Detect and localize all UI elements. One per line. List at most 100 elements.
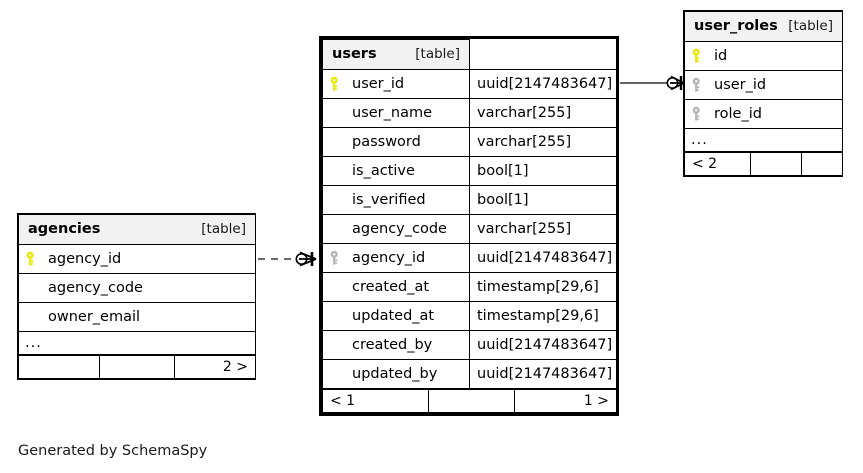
column-name: agency_code (352, 221, 447, 237)
table-row[interactable]: created_at timestamp[29,6] (322, 272, 617, 302)
footer-middle (428, 389, 516, 413)
table-row[interactable]: agency_code (18, 273, 256, 303)
column-name: is_verified (352, 192, 426, 208)
table-row[interactable]: is_verified bool[1] (322, 185, 617, 215)
column-type: timestamp[29,6] (469, 272, 617, 302)
footer-left[interactable]: < 2 (683, 152, 752, 176)
column-user-id[interactable]: user_id (322, 69, 470, 99)
table-user-roles-ellipsis-row: ... (684, 128, 843, 152)
generated-by-note: Generated by SchemaSpy (18, 443, 208, 459)
column-agency-id[interactable]: agency_id (322, 243, 470, 273)
table-users-header-row: users [table] (322, 39, 617, 70)
column-created-at[interactable]: created_at (322, 272, 470, 302)
column-name: user_id (352, 76, 405, 92)
table-row[interactable]: agency_id (18, 244, 256, 274)
column-type: bool[1] (469, 185, 617, 215)
footer-left[interactable]: < 1 (321, 389, 430, 413)
column-name: id (714, 48, 728, 64)
column-type: varchar[255] (469, 98, 617, 128)
column-name: created_by (352, 337, 433, 353)
table-users[interactable]: users [table] user_id uuid[214748364 (319, 36, 619, 416)
footer-middle (99, 355, 175, 379)
column-type: uuid[2147483647] (469, 243, 617, 273)
table-row[interactable]: agency_id uuid[2147483647] (322, 243, 617, 273)
table-row[interactable]: owner_email (18, 302, 256, 332)
column-is-verified[interactable]: is_verified (322, 185, 470, 215)
foreign-key-icon (692, 106, 700, 121)
footer-right (801, 152, 843, 176)
column-name: updated_at (352, 308, 435, 324)
primary-key-icon (26, 251, 34, 266)
table-user-roles-header: user_roles [table] (684, 11, 843, 42)
footer-left (17, 355, 101, 379)
table-row[interactable]: user_id (684, 70, 843, 100)
table-agencies-tag: [table] (201, 221, 246, 237)
table-user-roles-header-row: user_roles [table] (684, 11, 843, 42)
primary-key-icon (692, 48, 700, 63)
column-id[interactable]: id (684, 41, 843, 71)
column-created-by[interactable]: created_by (322, 330, 470, 360)
column-name: user_name (352, 105, 432, 121)
column-is-active[interactable]: is_active (322, 156, 470, 186)
table-agencies-ellipsis-row: ... (18, 331, 256, 355)
column-name: password (352, 134, 421, 150)
column-type: uuid[2147483647] (469, 330, 617, 360)
column-type: timestamp[29,6] (469, 301, 617, 331)
table-agencies-footer: 2 > (17, 355, 257, 379)
table-row[interactable]: updated_by uuid[2147483647] (322, 359, 617, 389)
column-user-name[interactable]: user_name (322, 98, 470, 128)
table-row[interactable]: role_id (684, 99, 843, 129)
column-password[interactable]: password (322, 127, 470, 157)
column-owner-email[interactable]: owner_email (18, 302, 256, 332)
footer-right[interactable]: 1 > (514, 389, 617, 413)
footer-right[interactable]: 2 > (173, 355, 257, 379)
relationship-users-to-user-roles (620, 75, 685, 91)
cardinality-zero-marker (666, 77, 679, 90)
column-updated-at[interactable]: updated_at (322, 301, 470, 331)
relationship-agencies-to-users (258, 251, 317, 267)
column-agency-code[interactable]: agency_code (18, 273, 256, 303)
column-type: varchar[255] (469, 127, 617, 157)
table-agencies-header-row: agencies [table] (18, 214, 256, 245)
table-agencies[interactable]: agencies [table] agency_id (17, 213, 257, 380)
column-agency-code[interactable]: agency_code (322, 214, 470, 244)
column-type: uuid[2147483647] (469, 69, 617, 99)
column-type: bool[1] (469, 156, 617, 186)
column-role-id[interactable]: role_id (684, 99, 843, 129)
column-name: updated_by (352, 366, 438, 382)
foreign-key-icon (692, 77, 700, 92)
table-row[interactable]: password varchar[255] (322, 127, 617, 157)
column-agency-id[interactable]: agency_id (18, 244, 256, 274)
table-user-roles-footer: < 2 (683, 152, 843, 176)
table-users-header: users [table] (322, 39, 470, 70)
column-name: role_id (714, 106, 762, 122)
table-row[interactable]: updated_at timestamp[29,6] (322, 301, 617, 331)
column-user-id[interactable]: user_id (684, 70, 843, 100)
column-name: agency_id (48, 251, 122, 267)
table-agencies-name: agencies (28, 221, 101, 237)
table-row[interactable]: is_active bool[1] (322, 156, 617, 186)
column-name: user_id (714, 77, 767, 93)
column-name: agency_id (352, 250, 426, 266)
crowsfoot-many-marker (299, 251, 317, 267)
table-user-roles-name: user_roles (694, 18, 778, 34)
more-columns-ellipsis: ... (18, 331, 256, 355)
table-row[interactable]: id (684, 41, 843, 71)
more-columns-ellipsis: ... (684, 128, 843, 152)
table-agencies-header: agencies [table] (18, 214, 256, 245)
table-user-roles-tag: [table] (788, 18, 833, 34)
table-users-name: users (332, 46, 377, 62)
table-row[interactable]: agency_code varchar[255] (322, 214, 617, 244)
table-user-roles[interactable]: user_roles [table] id (683, 10, 843, 177)
column-name: owner_email (48, 309, 141, 325)
table-row[interactable]: user_id uuid[2147483647] (322, 69, 617, 99)
table-row[interactable]: created_by uuid[2147483647] (322, 330, 617, 360)
table-users-footer: < 1 1 > (321, 389, 617, 413)
cardinality-zero-marker (295, 253, 308, 266)
table-row[interactable]: user_name varchar[255] (322, 98, 617, 128)
crowsfoot-many-marker (670, 75, 685, 91)
column-name: created_at (352, 279, 430, 295)
column-updated-by[interactable]: updated_by (322, 359, 470, 389)
column-name: agency_code (48, 280, 143, 296)
